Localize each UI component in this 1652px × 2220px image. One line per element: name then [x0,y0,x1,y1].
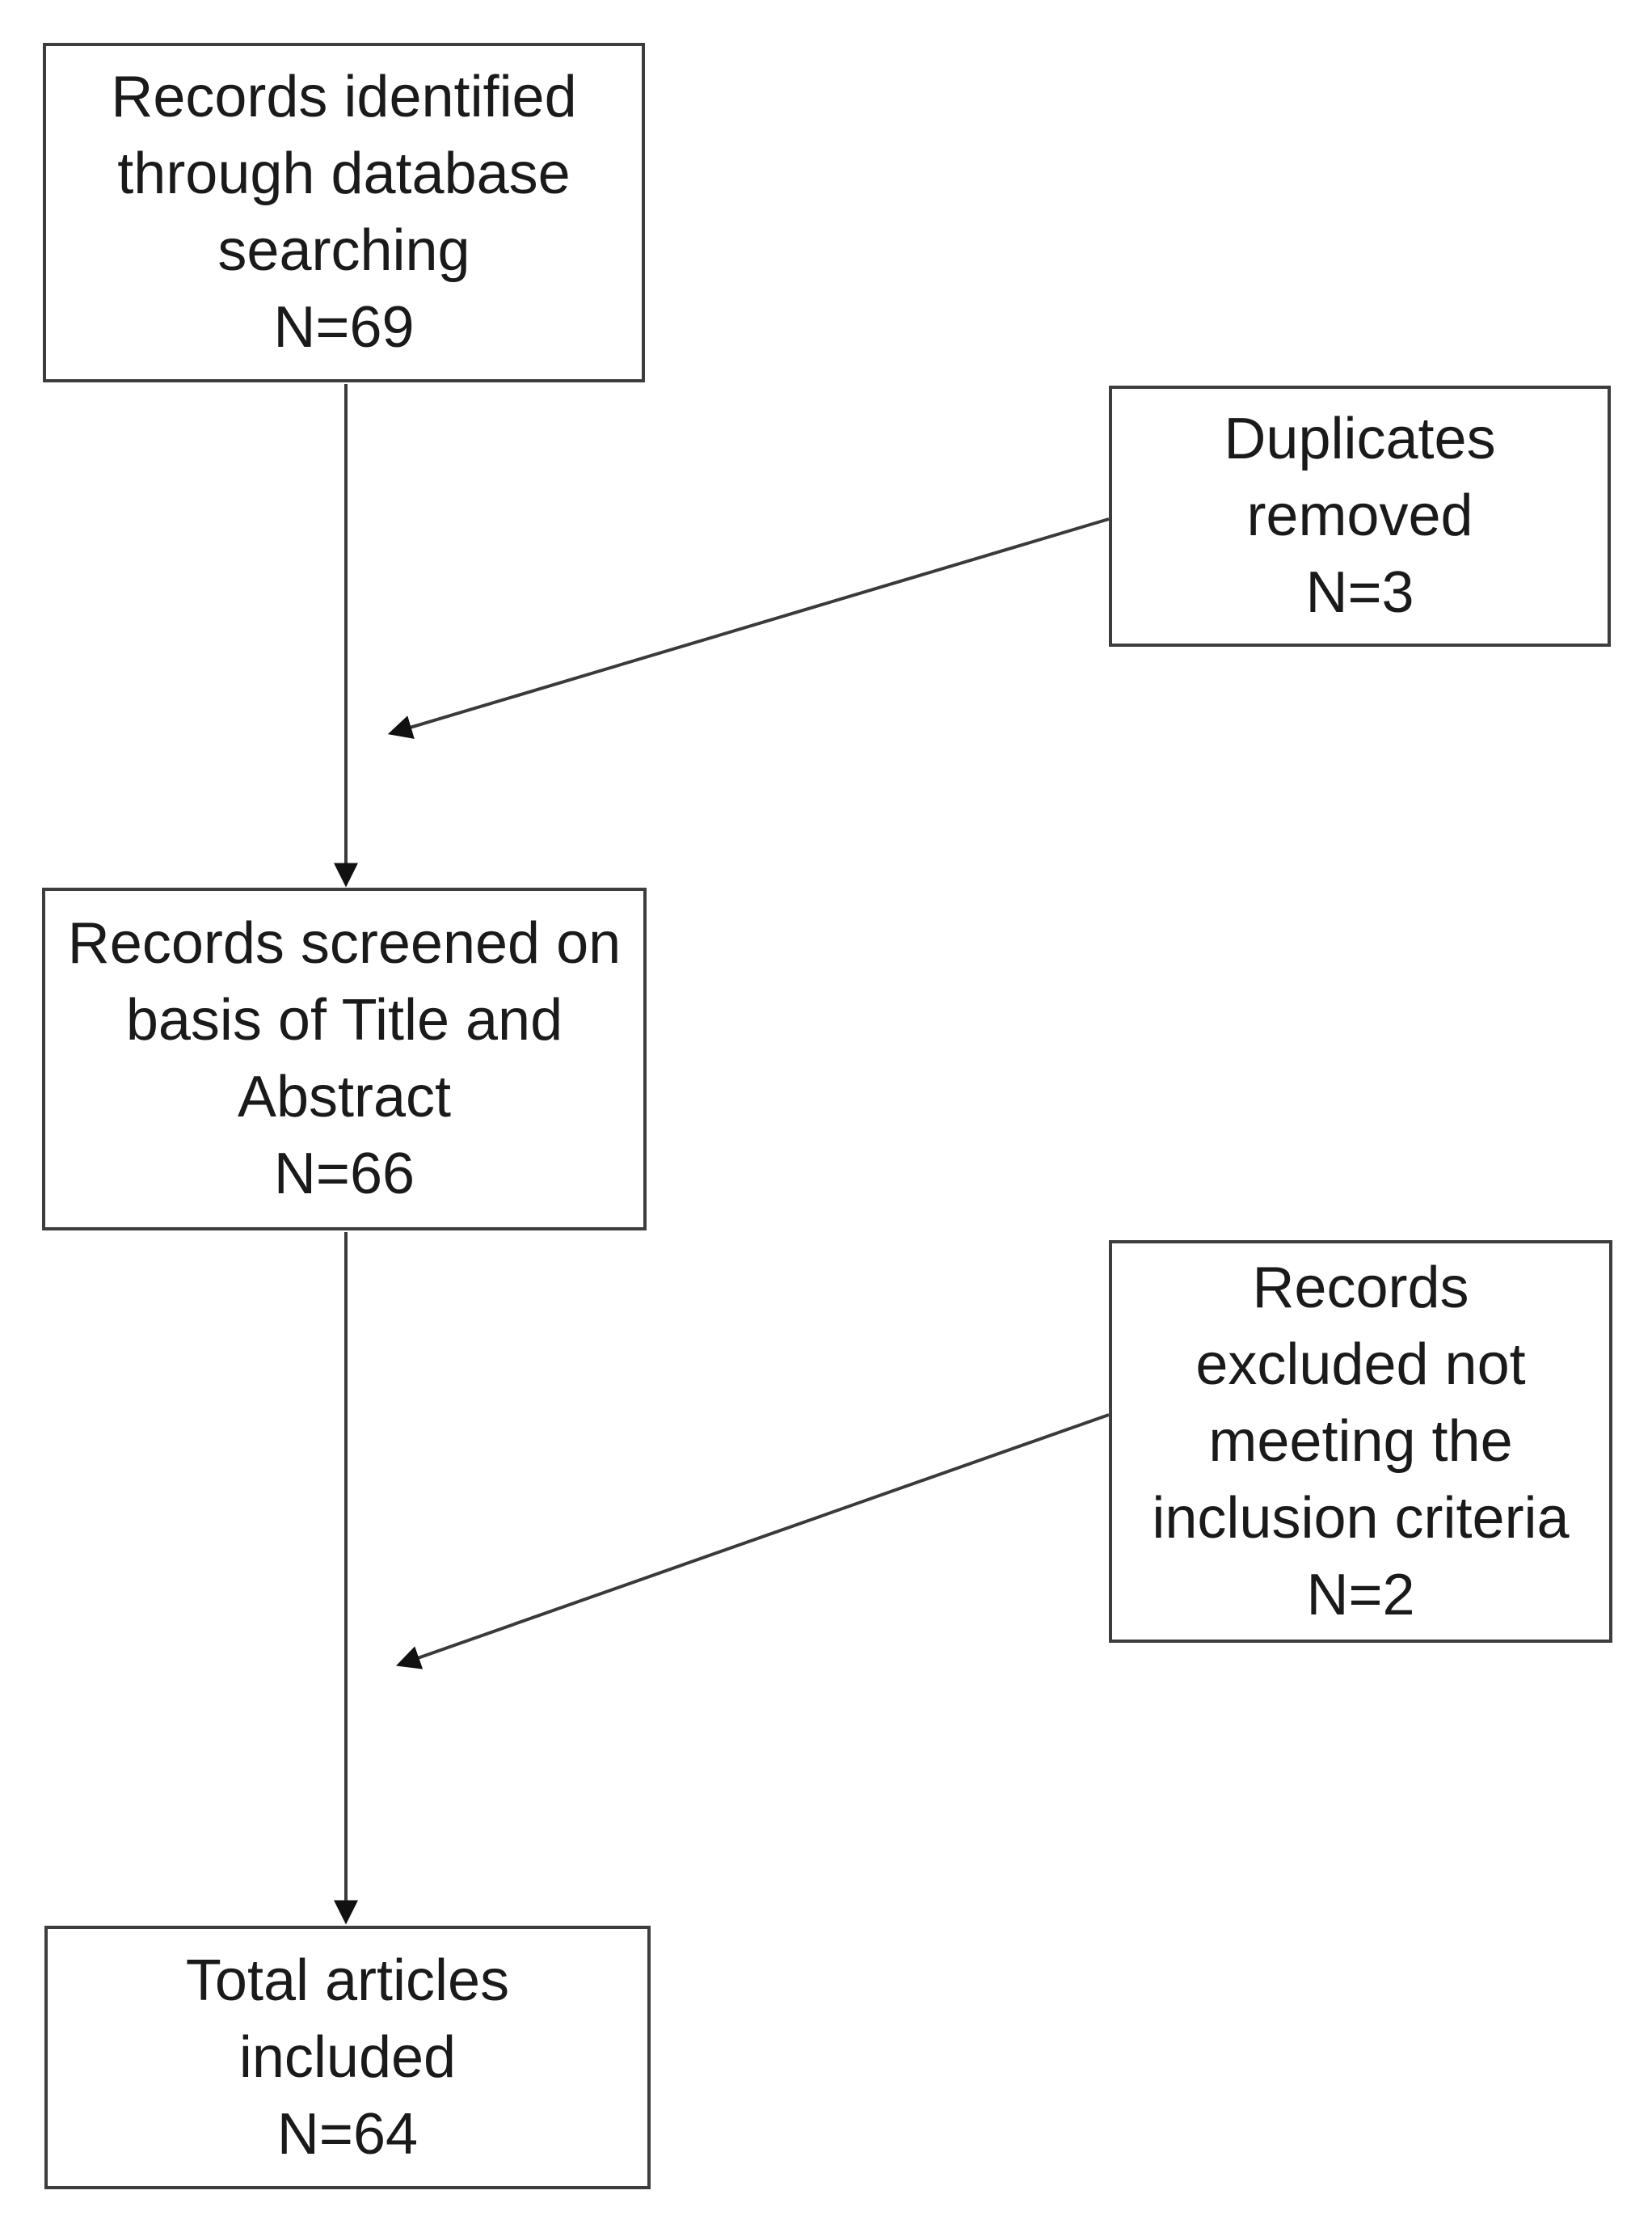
box-line: inclusion criteria [1152,1485,1570,1551]
connector-duplicates-removed [387,517,1110,739]
box-count: N=2 [1306,1562,1415,1627]
box-line: Records identified [111,65,577,129]
box-count: N=64 [276,2101,419,2167]
box-line: basis of Title and [125,988,563,1053]
box-line: Duplicates [1224,407,1496,471]
box-line: meeting the [1208,1408,1513,1474]
box-line: Records [1252,1255,1469,1320]
box-total-articles-included: Total articles included N=64 [44,1926,651,2189]
box-line: included [238,2024,457,2090]
box-line: excluded not [1195,1332,1526,1397]
box-count: N=3 [1305,560,1414,625]
connector-records-excluded [395,1413,1110,1669]
box-line: searching [217,218,470,283]
box-line: through database [117,141,571,206]
box-line: Records screened on [67,911,622,976]
box-line: Abstract [237,1065,452,1129]
box-records-identified: Records identified through database sear… [43,43,645,382]
box-duplicates-removed: Duplicates removed N=3 [1109,386,1611,647]
box-records-screened: Records screened on basis of Title and A… [42,888,647,1230]
box-records-excluded: Records excluded not meeting the inclusi… [1109,1240,1612,1643]
box-line: removed [1246,483,1473,548]
box-count: N=69 [273,295,415,360]
box-line: Total articles [185,1948,510,2013]
box-count: N=66 [273,1142,415,1206]
